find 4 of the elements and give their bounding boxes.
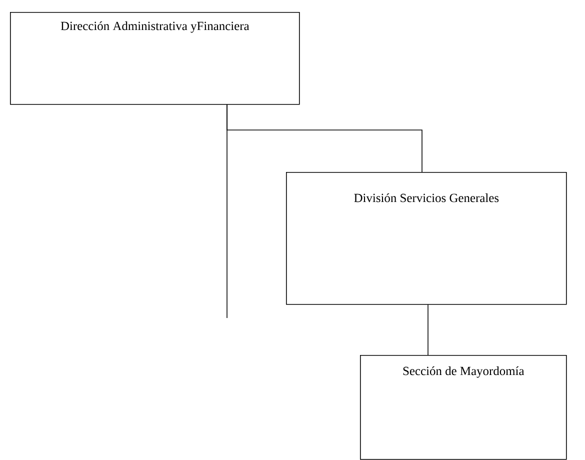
connector-line: [226, 104, 228, 318]
org-box: División Servicios Generales: [286, 172, 567, 305]
org-box: Dirección Administrativa yFinanciera: [10, 12, 300, 105]
org-box: Sección de Mayordomía: [360, 355, 567, 460]
